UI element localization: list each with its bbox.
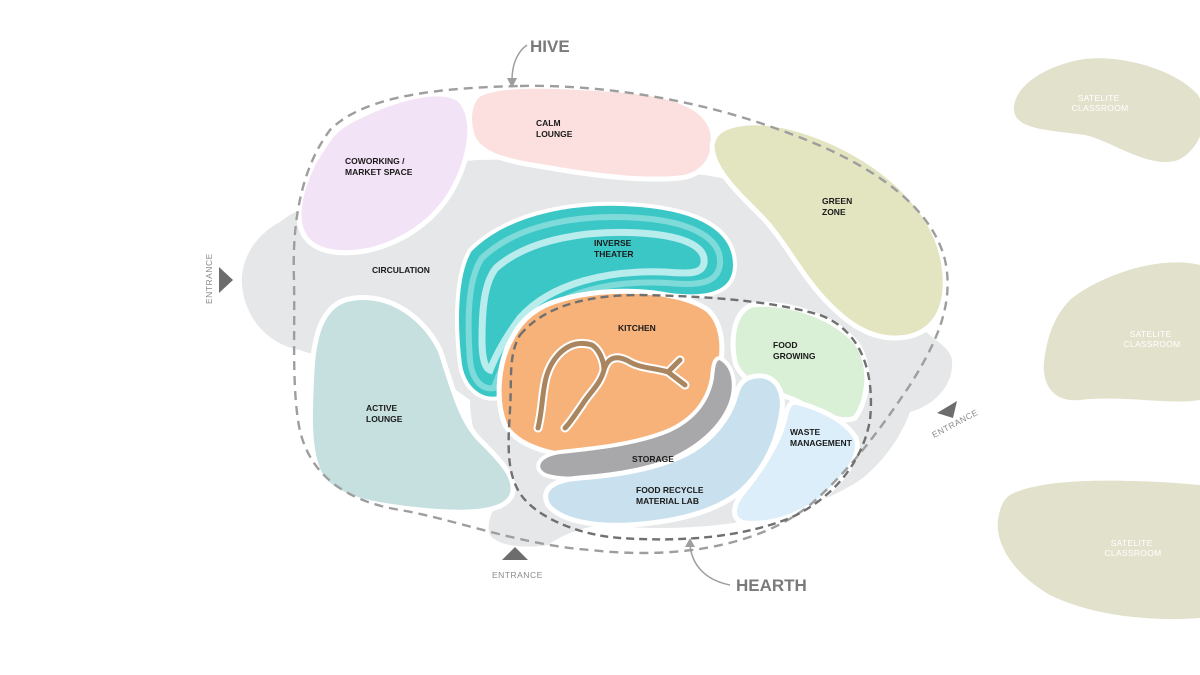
hive-label: HIVE	[530, 37, 570, 56]
calm-lounge-label: CALM LOUNGE	[536, 118, 573, 139]
active-lounge-shape	[307, 294, 516, 515]
hearth-label: HEARTH	[736, 576, 807, 595]
entrance-right-arrow-icon	[937, 401, 957, 418]
entrance-bottom-label: ENTRANCE	[492, 570, 543, 580]
hearth-callout-arrowhead	[685, 538, 695, 547]
satellite-classroom-1-shape	[1013, 58, 1200, 162]
storage-label: STORAGE	[632, 454, 674, 464]
inverse-theater-inner-ring	[478, 228, 708, 375]
satellite-classroom-1-label: SATELITE CLASSROOM	[1071, 93, 1128, 113]
coworking-market-space-shape	[296, 91, 473, 256]
entrance-left-label: ENTRANCE	[204, 253, 214, 304]
hive-callout-line	[511, 44, 528, 81]
entrance-right-label: ENTRANCE	[930, 407, 980, 440]
green-zone-shape	[709, 120, 948, 341]
kitchen-path-icon	[533, 338, 690, 433]
hive-boundary	[292, 84, 949, 555]
circulation-label: CIRCULATION	[372, 265, 430, 275]
satellite-classroom-3-label: SATELITE CLASSROOM	[1104, 538, 1161, 558]
coworking-label: COWORKING / MARKET SPACE	[345, 156, 413, 177]
food-recycle-label: FOOD RECYCLE MATERIAL LAB	[636, 485, 706, 506]
hearth-callout-line	[689, 544, 731, 586]
food-growing-label: FOOD GROWING	[773, 340, 816, 361]
satellite-classroom-3-shape	[997, 480, 1200, 620]
entrance-left-arrow-icon	[219, 267, 233, 293]
hearth-boundary	[507, 293, 873, 541]
kitchen-label: KITCHEN	[618, 323, 656, 333]
inverse-theater-middle-ring	[465, 214, 724, 392]
satellite-classroom-2-label: SATELITE CLASSROOM	[1123, 329, 1180, 349]
satellite-classroom-2-shape	[1043, 262, 1200, 402]
green-zone-label: GREEN ZONE	[822, 196, 855, 217]
waste-management-shape	[732, 399, 860, 526]
hive-callout-arrowhead	[507, 78, 517, 88]
entrance-bottom-arrow-icon	[502, 547, 528, 560]
inverse-theater-label: INVERSE THEATER	[594, 238, 634, 259]
active-lounge-label: ACTIVE LOUNGE	[366, 403, 403, 424]
waste-management-label: WASTE MANAGEMENT	[790, 427, 853, 448]
